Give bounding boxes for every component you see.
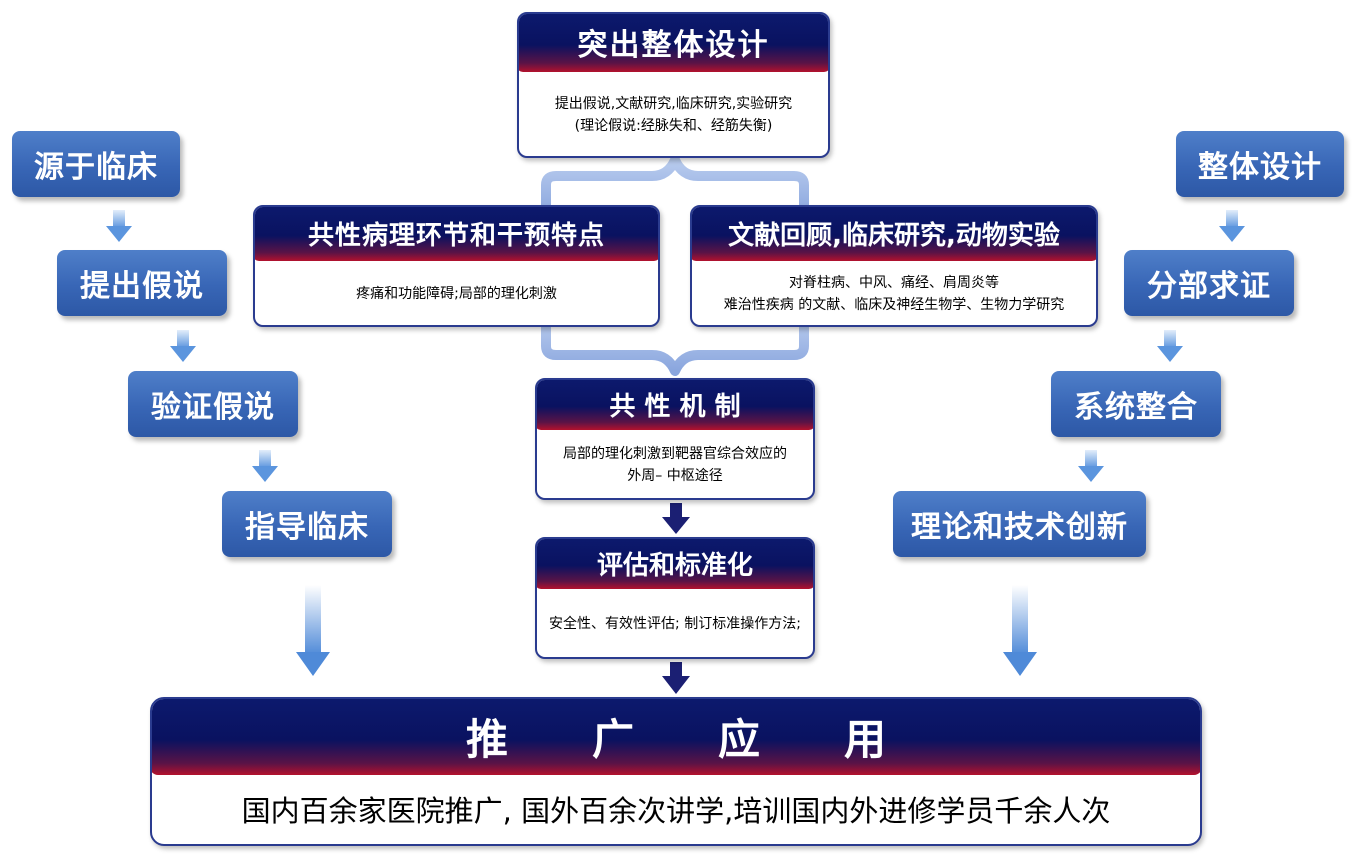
top-box-title: 突出整体设计 xyxy=(519,14,828,72)
evaluation-box: 评估和标准化 安全性、有效性评估; 制订标准操作方法; xyxy=(535,537,815,659)
right-box-partial-verification: 分部求证 xyxy=(1124,250,1294,316)
right-box-overall-design: 整体设计 xyxy=(1176,131,1344,197)
right-box-system-integration: 系统整合 xyxy=(1051,371,1221,437)
promotion-box-line: 国内百余家医院推广, 国外百余次讲学,培训国内外进修学员千余人次 xyxy=(241,793,1111,828)
left-arrow-2 xyxy=(170,330,196,362)
top-bracket xyxy=(541,155,809,215)
left-mid-box: 共性病理环节和干预特点 疼痛和功能障碍;局部的理化刺激 xyxy=(253,205,660,327)
top-box-line-2: (理论假说:经脉失和、经筋失衡) xyxy=(574,118,773,134)
right-long-arrow xyxy=(1003,585,1037,676)
left-box-propose-hypothesis: 提出假说 xyxy=(57,250,227,316)
center-arrow-2 xyxy=(662,662,690,694)
left-box-verify-hypothesis: 验证假说 xyxy=(128,371,298,437)
left-box-source-clinic: 源于临床 xyxy=(12,131,180,197)
right-mid-box: 文献回顾,临床研究,动物实验 对脊柱病、中风、痛经、肩周炎等 难治性疾病 的文献… xyxy=(690,205,1098,327)
top-box-line-1: 提出假说,文献研究,临床研究,实验研究 xyxy=(554,96,793,112)
evaluation-box-title: 评估和标准化 xyxy=(537,539,813,589)
left-long-arrow xyxy=(296,585,330,676)
mechanism-box-title: 共 性 机 制 xyxy=(537,380,813,430)
left-arrow-3 xyxy=(252,450,278,482)
right-arrow-1 xyxy=(1219,210,1245,242)
top-box: 突出整体设计 提出假说,文献研究,临床研究,实验研究 (理论假说:经脉失和、经筋… xyxy=(517,12,830,158)
right-arrow-2 xyxy=(1157,330,1183,362)
promotion-box: 推 广 应 用 国内百余家医院推广, 国外百余次讲学,培训国内外进修学员千余人次 xyxy=(150,697,1202,846)
left-arrow-1 xyxy=(106,210,132,242)
left-mid-box-title: 共性病理环节和干预特点 xyxy=(255,207,658,261)
right-mid-box-line-2: 难治性疾病 的文献、临床及神经生物学、生物力学研究 xyxy=(723,297,1065,313)
evaluation-box-line-1: 安全性、有效性评估; 制订标准操作方法; xyxy=(549,616,801,632)
center-arrow-1 xyxy=(662,503,690,534)
mechanism-box-line-1: 局部的理化刺激到靶器官综合效应的 xyxy=(563,446,787,462)
left-box-guide-clinic: 指导临床 xyxy=(222,491,392,557)
mechanism-box-line-2: 外周– 中枢途径 xyxy=(627,468,723,484)
promotion-box-title: 推 广 应 用 xyxy=(152,699,1200,775)
mechanism-box: 共 性 机 制 局部的理化刺激到靶器官综合效应的 外周– 中枢途径 xyxy=(535,378,815,500)
left-mid-box-line-1: 疼痛和功能障碍;局部的理化刺激 xyxy=(356,286,557,302)
bottom-bracket xyxy=(541,318,809,376)
right-box-innovation: 理论和技术创新 xyxy=(893,491,1146,557)
right-arrow-3 xyxy=(1078,450,1104,482)
right-mid-box-line-1: 对脊柱病、中风、痛经、肩周炎等 xyxy=(789,275,999,291)
right-mid-box-title: 文献回顾,临床研究,动物实验 xyxy=(692,207,1096,261)
